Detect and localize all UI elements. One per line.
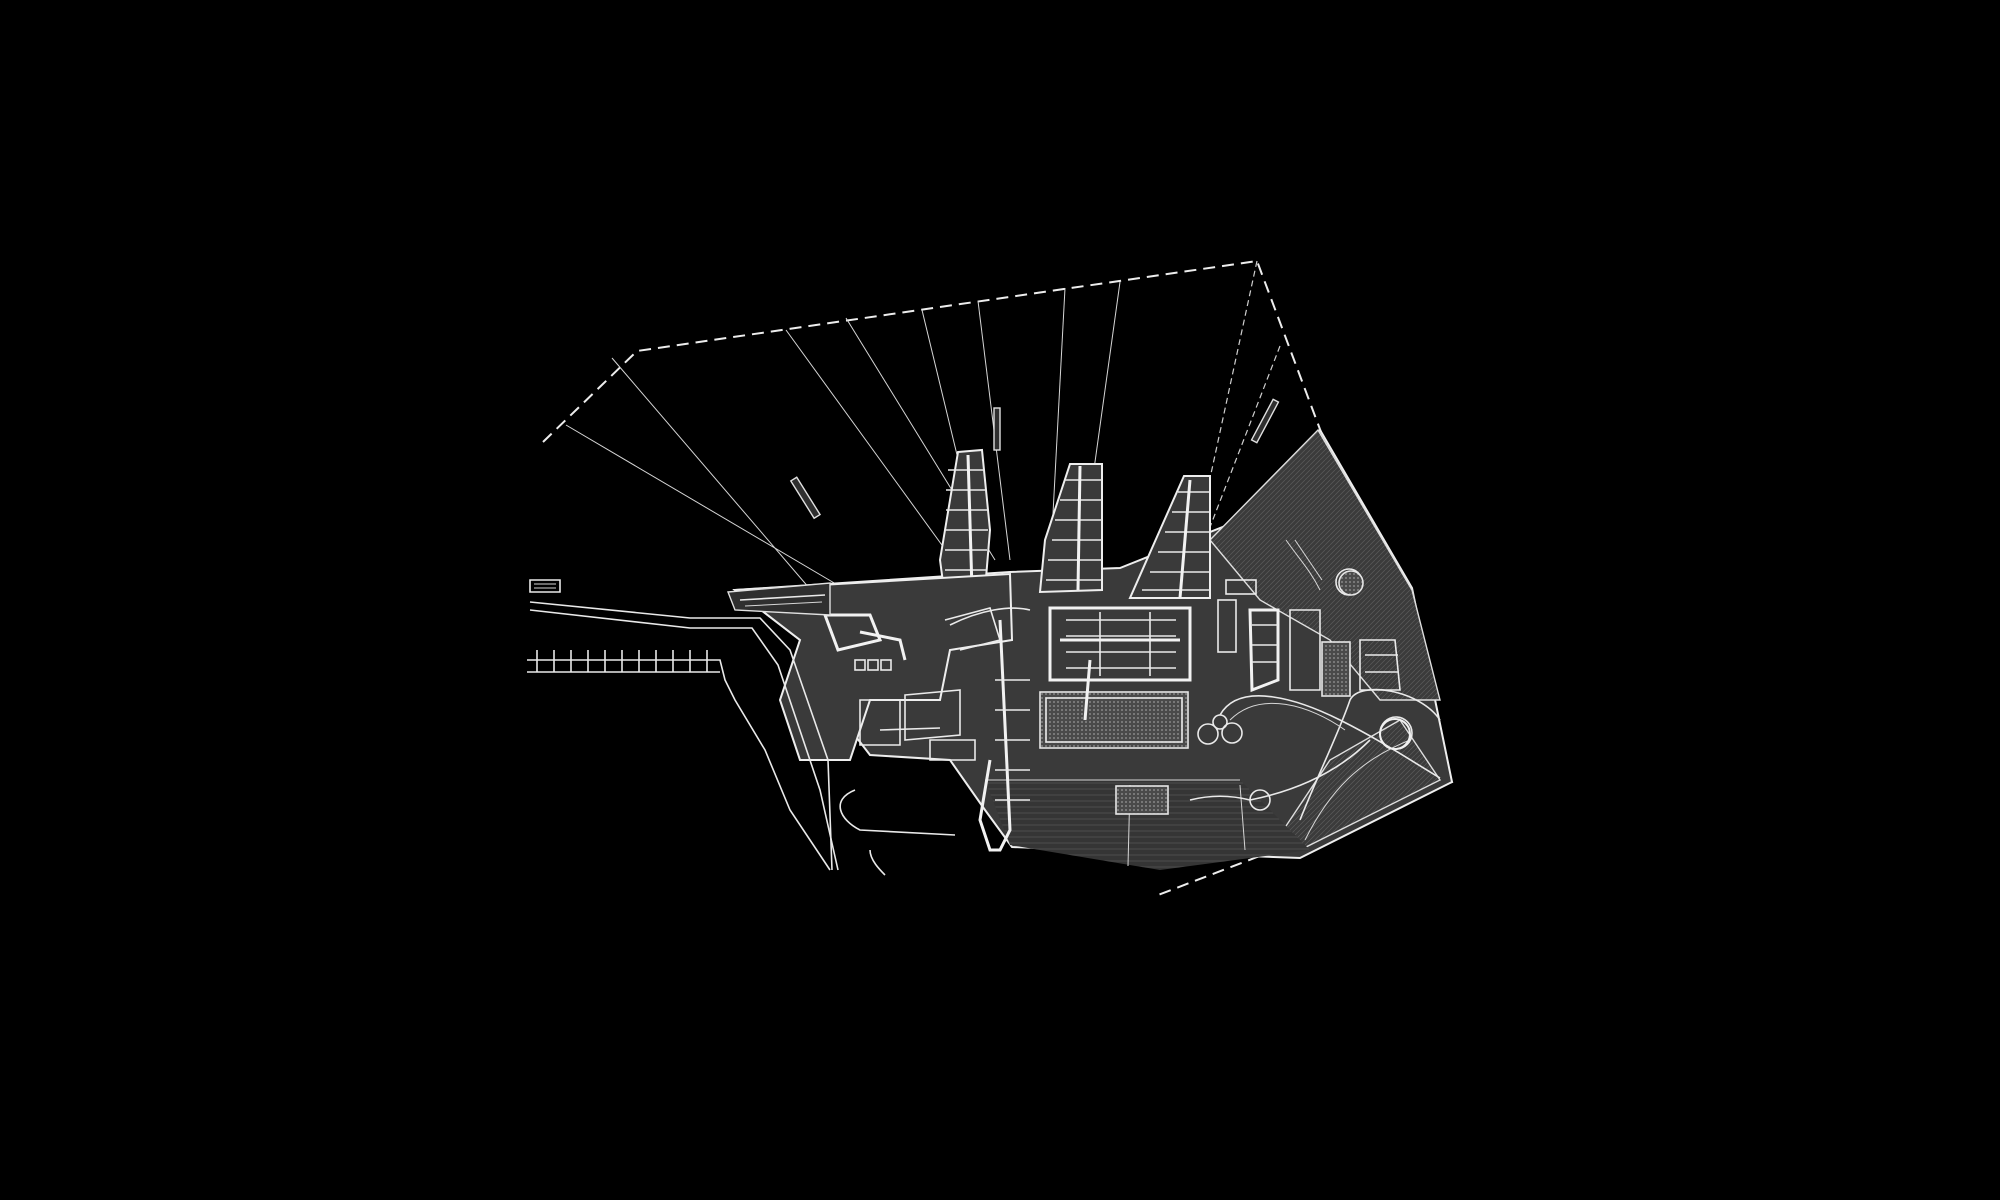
line-markers bbox=[789, 398, 1280, 520]
north-wing-2 bbox=[1038, 463, 1103, 594]
east-complex bbox=[1217, 599, 1401, 697]
curved-path bbox=[1189, 695, 1441, 801]
north-wing-3 bbox=[1128, 475, 1211, 599]
entry-ramp bbox=[727, 582, 831, 616]
central-block bbox=[1048, 606, 1192, 682]
small-court bbox=[1115, 785, 1169, 815]
parking-stalls bbox=[527, 650, 720, 673]
site-boundary bbox=[542, 259, 1454, 898]
round-features bbox=[1338, 570, 1411, 750]
sports-court bbox=[1039, 691, 1189, 749]
north-wing-1 bbox=[938, 448, 992, 591]
access-road bbox=[527, 579, 956, 876]
misc-blocks bbox=[854, 579, 1257, 721]
lower-field bbox=[985, 779, 1310, 870]
west-complex bbox=[732, 572, 1031, 852]
